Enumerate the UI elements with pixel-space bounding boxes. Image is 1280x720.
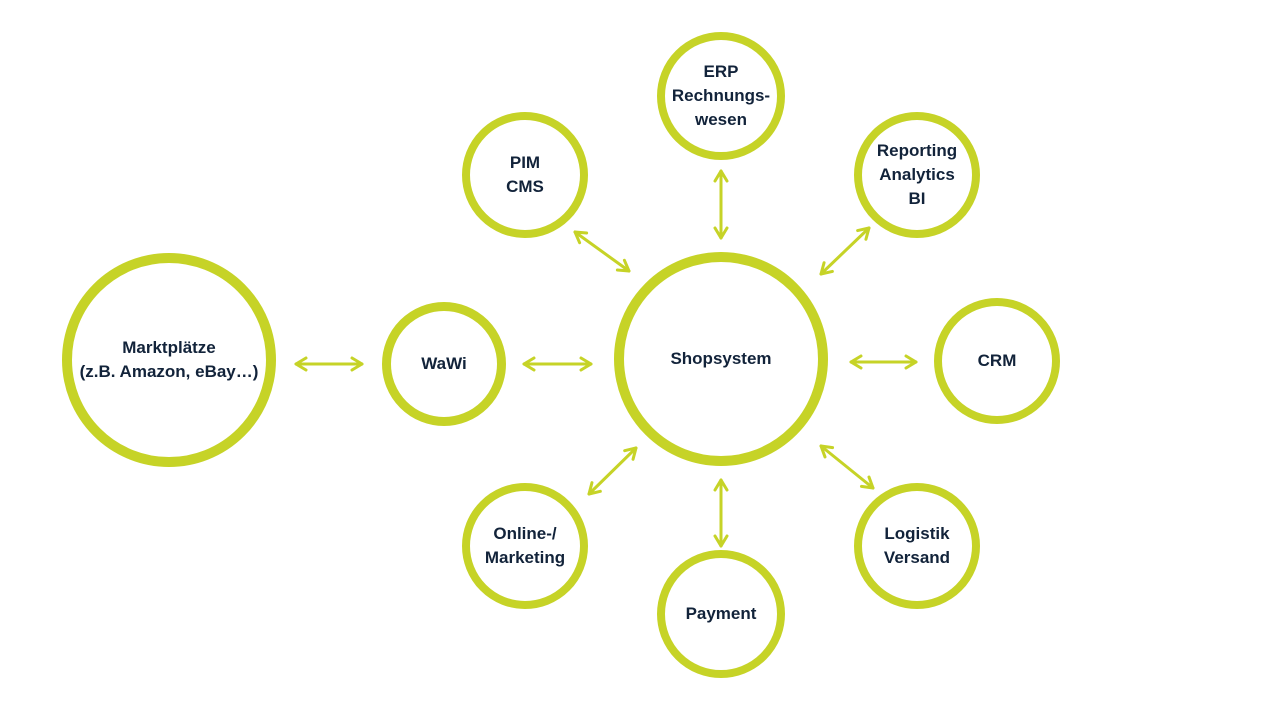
node-pim: PIM CMS [462,112,588,238]
node-erp-label: ERP Rechnungs- wesen [671,62,771,129]
node-wawi: WaWi [382,302,506,426]
arrow-marketing-shopsystem-head-start [587,481,602,496]
arrow-marketing-shopsystem-head-end [623,446,638,461]
arrow-reporting-shopsystem-head-start [856,226,871,241]
node-reporting-label: Reporting Analytics BI [876,141,958,208]
node-payment-label: Payment [685,604,757,623]
arrow-pim-shopsystem-line [573,230,631,273]
node-shopsystem: Shopsystem [614,252,828,466]
arrow-crm-shopsystem-head-end [849,354,863,370]
node-wawi-label: WaWi [421,354,467,373]
arrow-marktplaetze-wawi-head-end [350,356,364,372]
node-marktplaetze: Marktplätze (z.B. Amazon, eBay…) [62,253,276,467]
node-pim-label: PIM CMS [506,153,544,196]
arrow-marketing-shopsystem-line [587,446,638,496]
arrow-wawi-shopsystem-head-start [522,356,536,372]
arrow-pim-shopsystem-head-start [573,230,589,245]
arrow-marktplaetze-wawi-head-start [294,356,308,372]
arrow-erp-shopsystem-head-start [713,169,729,183]
node-marketing-label: Online-/ Marketing [484,524,566,567]
node-marktplaetze-label: Marktplätze (z.B. Amazon, eBay…) [79,338,259,381]
arrow-crm-shopsystem-head-start [904,354,918,370]
arrow-reporting-shopsystem-head-end [819,261,834,276]
arrow-pim-shopsystem-head-end [615,258,631,273]
node-crm-label: CRM [977,351,1017,370]
node-payment: Payment [657,550,785,678]
arrow-logistik-shopsystem-head-start [859,475,875,490]
arrow-payment-shopsystem-head-start [713,534,729,548]
arrow-logistik-shopsystem-line [819,444,875,490]
arrow-wawi-shopsystem-head-end [579,356,593,372]
arrow-logistik-shopsystem-head-end [819,444,835,459]
node-logistik-label: Logistik Versand [883,524,951,567]
node-reporting: Reporting Analytics BI [854,112,980,238]
node-erp: ERP Rechnungs- wesen [657,32,785,160]
node-shopsystem-label: Shopsystem [670,349,772,368]
node-crm: CRM [934,298,1060,424]
node-marketing: Online-/ Marketing [462,483,588,609]
arrow-erp-shopsystem-head-end [713,226,729,240]
arrow-payment-shopsystem-head-end [713,478,729,492]
node-logistik: Logistik Versand [854,483,980,609]
arrow-reporting-shopsystem-line [819,226,871,276]
